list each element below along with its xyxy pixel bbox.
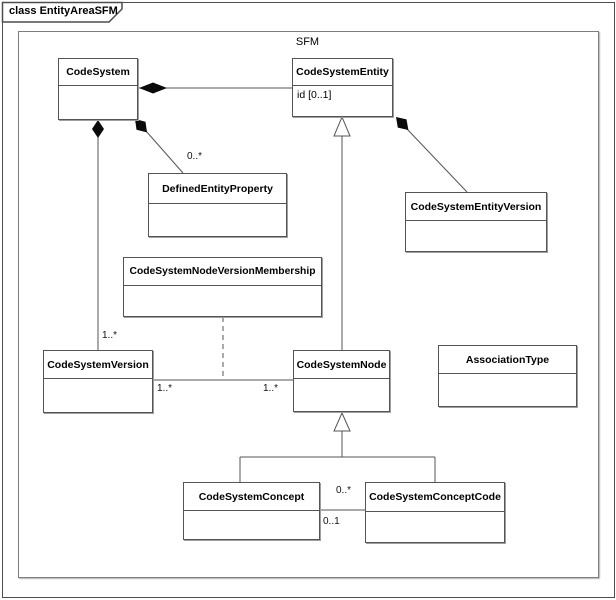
generalization-arrow [333, 115, 351, 137]
composition-codesystem-codesystementity [138, 82, 292, 94]
composition-diamond [396, 117, 409, 130]
class-codesystemconcept-attributes [184, 511, 319, 539]
multiplicity-conceptcode-source: 0..1 [323, 516, 340, 527]
composition-diamond [139, 82, 167, 94]
class-codesystemversion[interactable]: CodeSystemVersion [43, 350, 153, 413]
generalization-codesystemnode-codesystementity [333, 115, 351, 350]
class-codesystem-attributes [59, 86, 137, 119]
class-associationtype-name: AssociationType [439, 346, 576, 374]
class-codesystemconcept-name: CodeSystemConcept [184, 483, 319, 511]
diagram-tab-shape [1, 1, 123, 23]
class-codesystemnode-attributes [294, 379, 389, 411]
composition-codesystementity-codesystementityversion [396, 117, 468, 193]
class-codesystemnode-name: CodeSystemNode [294, 351, 389, 379]
composition-diamond [92, 120, 104, 138]
multiplicity-conceptcode-target: 0..* [336, 485, 352, 496]
composition-diamond [135, 119, 147, 133]
composition-codesystem-codesystemversion [92, 120, 104, 350]
package-frame-label: SFM [295, 36, 320, 48]
class-definedentityproperty-name: DefinedEntityProperty [149, 174, 286, 204]
class-codesystemnodeversionmembership-name: CodeSystemNodeVersionMembership [124, 258, 321, 286]
class-codesystementity[interactable]: CodeSystemEntity id [0..1] [292, 58, 393, 117]
diagram-tab-label: class EntityAreaSFM [9, 5, 118, 17]
class-codesystemversion-attributes [44, 379, 152, 412]
package-frame [18, 31, 599, 578]
multiplicity-version-node-target: 1..* [263, 383, 279, 394]
class-codesystemconceptcode[interactable]: CodeSystemConceptCode [365, 482, 505, 543]
class-associationtype[interactable]: AssociationType [438, 345, 577, 407]
generalization-arrow [333, 411, 351, 432]
class-codesystem-name: CodeSystem [59, 59, 137, 86]
class-codesystementityversion-name: CodeSystemEntityVersion [406, 193, 546, 221]
class-codesystementityversion[interactable]: CodeSystemEntityVersion [405, 192, 547, 252]
generalization-tree-codesystemnode-children [239, 411, 436, 482]
class-codesystementity-name: CodeSystemEntity [293, 59, 392, 86]
class-definedentityproperty-attributes [149, 204, 286, 236]
class-codesystemversion-name: CodeSystemVersion [44, 351, 152, 379]
multiplicity-definedentityproperty: 0..* [187, 151, 203, 162]
class-definedentityproperty[interactable]: DefinedEntityProperty [148, 173, 287, 237]
class-codesystementityversion-attributes [406, 221, 546, 251]
class-codesystementity-attributes: id [0..1] [293, 86, 392, 116]
class-codesystem[interactable]: CodeSystem [58, 58, 138, 120]
class-codesystemnodeversionmembership[interactable]: CodeSystemNodeVersionMembership [123, 257, 322, 317]
class-codesystemnodeversionmembership-attributes [124, 286, 321, 316]
class-codesystemconcept[interactable]: CodeSystemConcept [183, 482, 320, 540]
multiplicity-codesystemversion: 1..* [102, 330, 118, 341]
attribute-id: id [0..1] [297, 89, 332, 101]
class-codesystemnode[interactable]: CodeSystemNode [293, 350, 390, 412]
class-codesystemconceptcode-attributes [366, 512, 504, 542]
multiplicity-version-node-source: 1..* [157, 383, 173, 394]
class-associationtype-attributes [439, 374, 576, 406]
class-codesystemconceptcode-name: CodeSystemConceptCode [366, 483, 504, 512]
composition-codesystem-definedentityproperty [135, 119, 184, 174]
